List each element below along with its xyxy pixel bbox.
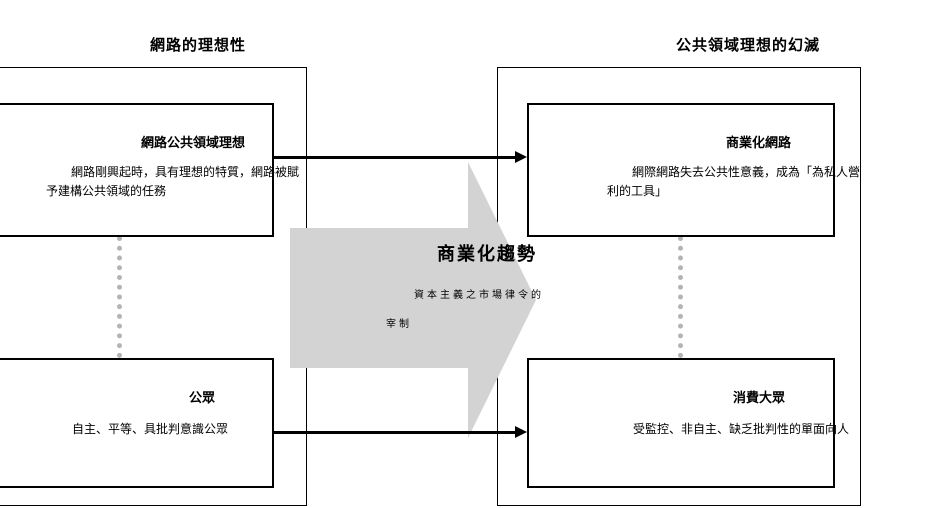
trend-title: 商業化趨勢: [437, 244, 537, 265]
bottom-transition-arrow-line: [272, 431, 517, 434]
consumer-mass-title: 消費大眾: [733, 391, 786, 406]
right-panel-title: 公共領域理想的幻滅: [676, 36, 821, 54]
consumer-mass-text: 受監控、非自主、缺乏批判性的單面向人: [633, 422, 850, 436]
commercial-network-text-line1: 網際網路失去公共性意義，成為「為私人營: [632, 165, 861, 179]
public-sphere-ideal-text-line2: 予建構公共領域的任務: [46, 184, 167, 198]
public-node: [0, 358, 274, 488]
public-sphere-ideal-node: [0, 103, 274, 237]
commercialization-trend-arrow: [290, 162, 536, 438]
right-dotted-connector: [678, 236, 683, 358]
commercial-network-title: 商業化網路: [726, 136, 792, 151]
trend-subtitle-line2: 宰制: [386, 319, 412, 330]
commercial-network-text-line2: 利的工具」: [607, 184, 668, 198]
top-transition-arrow-line: [272, 156, 517, 159]
trend-subtitle-line1: 資本主義之市場律令的: [414, 290, 544, 301]
left-dotted-connector: [117, 236, 122, 358]
public-sphere-ideal-title: 網路公共領域理想: [141, 136, 246, 151]
public-node-title: 公眾: [189, 391, 216, 406]
top-transition-arrowhead-icon: [515, 151, 527, 163]
consumer-mass-node: [527, 358, 835, 488]
public-sphere-ideal-text-line1: 網路剛興起時，具有理想的特質，網路被賦: [71, 165, 300, 179]
left-panel-title: 網路的理想性: [150, 36, 247, 54]
bottom-transition-arrowhead-icon: [515, 426, 527, 438]
trend-arrow-shape: [290, 162, 536, 438]
commercial-network-node: [527, 103, 835, 237]
public-node-text: 自主、平等、具批判意識公眾: [72, 422, 229, 436]
